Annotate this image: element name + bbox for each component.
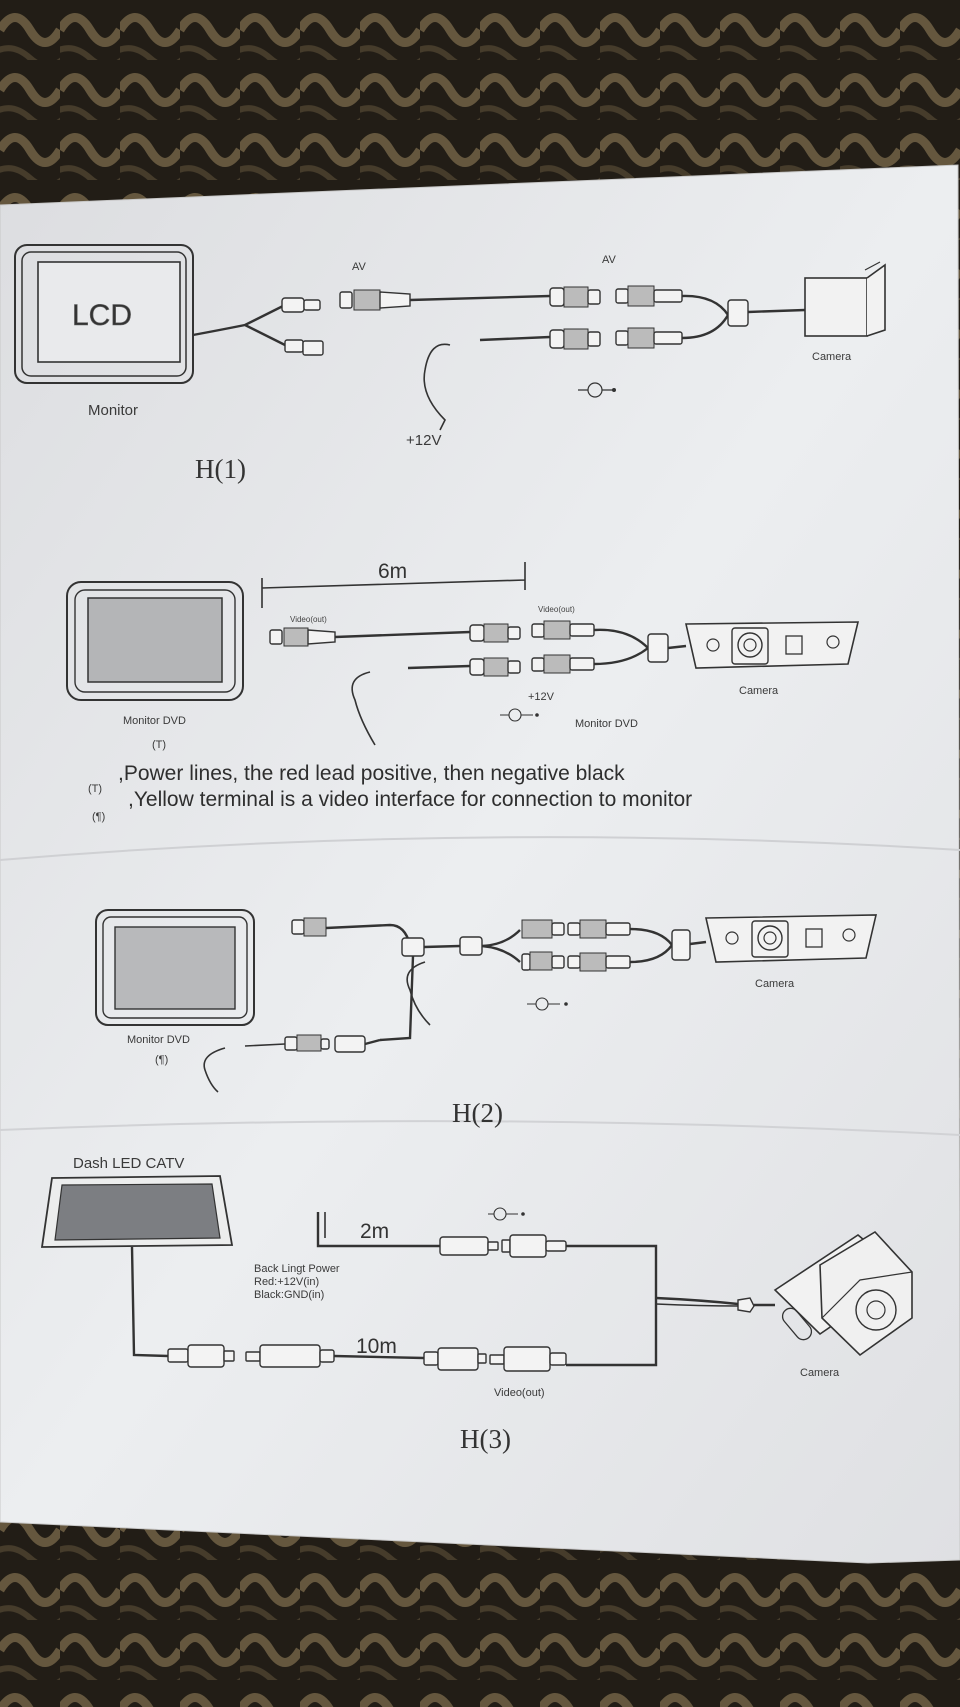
dash-display-label: Dash LED CATV [73, 1155, 184, 1172]
polarity-symbol-icon [527, 997, 568, 1011]
bar-camera-icon [705, 914, 878, 963]
camera-label-h1b: Camera [739, 685, 779, 697]
note-mark-1: (T) [88, 783, 102, 795]
black-wire-label: Black:GND(in) [254, 1289, 324, 1301]
notes: (T) ,Power lines, the red lead positive,… [88, 762, 692, 823]
camera-label: Camera [812, 351, 852, 363]
diagram-h3: Dash LED CATV 2m Back Lingt Power Red:+1… [40, 1155, 913, 1454]
diagram-h1-dvd: Monitor DVD (T) 6m Video(out) Video(out) [66, 560, 860, 751]
monitor-dvd-label: Monitor DVD [123, 715, 186, 727]
note-text-1: ,Power lines, the red lead positive, the… [118, 762, 625, 785]
camera-label-h2: Camera [755, 978, 795, 990]
monitor-dvd-label-right: Monitor DVD [575, 718, 638, 730]
lcd-screen-label: LCD [72, 299, 132, 332]
video-out-label-h3: Video(out) [494, 1387, 545, 1399]
note-text-2: ,Yellow terminal is a video interface fo… [128, 788, 692, 811]
av-label-right: AV [602, 254, 617, 266]
note-mark-2: (¶) [92, 811, 105, 823]
paper-crease [0, 1120, 960, 1136]
monitor-dvd-icon [66, 581, 244, 701]
paper-sheet [0, 164, 960, 1564]
paper-crease [0, 836, 960, 861]
dash-display-icon [40, 1175, 234, 1248]
video-out-label-right: Video(out) [538, 605, 575, 614]
power-label: +12V [406, 432, 441, 449]
figure-label-h1: H(1) [195, 454, 246, 484]
camera-icon [804, 261, 886, 337]
camera-label-h3: Camera [800, 1367, 840, 1379]
monitor-label: Monitor [88, 402, 138, 419]
figure-label-h2: H(2) [452, 1098, 503, 1128]
monitor-dvd-label-h2: Monitor DVD [127, 1034, 190, 1046]
diagram-h1: LCD Monitor AV AV [14, 244, 886, 484]
bar-camera-icon [685, 621, 860, 669]
length-6m: 6m [378, 560, 407, 583]
length-10m: 10m [356, 1335, 397, 1358]
diagram-h2: Monitor DVD (¶) C [95, 909, 878, 1128]
lcd-monitor-icon: LCD [14, 244, 194, 384]
box-camera-icon [773, 1230, 913, 1357]
power-label-h1b: +12V [528, 691, 555, 703]
polarity-symbol-icon [578, 382, 616, 398]
monitor-dvd-mark: (T) [152, 739, 166, 751]
polarity-symbol-icon [488, 1207, 525, 1221]
figure-label-h3: H(3) [460, 1424, 511, 1454]
length-2m: 2m [360, 1220, 389, 1243]
av-label-left: AV [352, 261, 367, 273]
monitor-dvd-mark-h2: (¶) [155, 1054, 168, 1066]
red-wire-label: Red:+12V(in) [254, 1276, 319, 1288]
video-out-label-left: Video(out) [290, 615, 327, 624]
polarity-symbol-icon [500, 708, 539, 722]
monitor-dvd-icon [95, 909, 255, 1026]
back-light-power-label: Back Lingt Power [254, 1263, 340, 1275]
